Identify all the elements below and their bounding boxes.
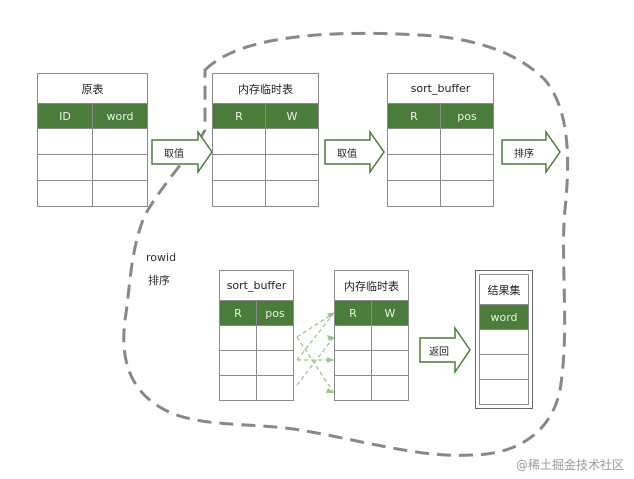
header-cell: W <box>265 103 319 129</box>
data-cell <box>265 128 319 155</box>
data-cell <box>219 375 257 401</box>
header-cell: R <box>219 300 257 326</box>
table-temp2: 内存临时表 R W <box>334 270 409 401</box>
data-cell <box>265 154 319 181</box>
header-cell: W <box>371 300 409 326</box>
data-cell <box>37 128 93 155</box>
data-cell <box>256 375 294 401</box>
data-cell <box>334 350 372 376</box>
data-cell <box>387 154 441 181</box>
arrow-fetch1 <box>151 129 213 175</box>
region-label-rowid: rowid <box>146 251 177 264</box>
data-cell <box>334 325 372 351</box>
header-cell: R <box>334 300 372 326</box>
table-title: 内存临时表 <box>212 73 319 104</box>
data-cell <box>479 379 529 405</box>
data-cell <box>212 180 266 207</box>
arrow-return <box>419 325 471 375</box>
data-cell <box>440 154 494 181</box>
data-cell <box>371 375 409 401</box>
watermark: @稀土掘金技术社区 <box>515 458 624 472</box>
result-grid: 结果集 word <box>479 274 529 405</box>
arrow-label-return: 返回 <box>429 347 449 358</box>
data-cell <box>256 350 294 376</box>
data-cell <box>440 180 494 207</box>
header-cell: pos <box>256 300 294 326</box>
table-sortbuffer-2: sort_buffer R pos <box>219 270 294 401</box>
region-label-sort: 排序 <box>148 274 170 287</box>
header-cell: R <box>212 103 266 129</box>
data-cell <box>334 375 372 401</box>
pointer-arrowheads <box>326 313 334 393</box>
data-cell <box>212 154 266 181</box>
data-cell <box>219 350 257 376</box>
table-original: 原表 ID word <box>37 73 148 207</box>
data-cell <box>387 180 441 207</box>
header-cell: R <box>387 103 441 129</box>
data-cell <box>37 154 93 181</box>
table-result: 结果集 word <box>475 270 533 409</box>
data-cell <box>92 154 148 181</box>
header-cell: pos <box>440 103 494 129</box>
dashed-outline-path <box>122 31 570 457</box>
arrow-label-fetch1: 取值 <box>164 149 184 160</box>
header-cell: ID <box>37 103 93 129</box>
data-cell <box>212 128 266 155</box>
table-title: 结果集 <box>479 274 529 305</box>
table-title: sort_buffer <box>219 270 294 301</box>
data-cell <box>92 180 148 207</box>
data-cell <box>479 329 529 355</box>
arrow-fetch2 <box>324 129 385 175</box>
arrow-sort <box>501 129 561 175</box>
data-cell <box>37 180 93 207</box>
table-title: sort_buffer <box>387 73 494 104</box>
pointer-lines <box>296 312 335 394</box>
data-cell <box>265 180 319 207</box>
data-cell <box>387 128 441 155</box>
table-sortbuffer-1: sort_buffer R pos <box>387 73 494 207</box>
data-cell <box>479 354 529 380</box>
header-cell: word <box>92 103 148 129</box>
data-cell <box>371 350 409 376</box>
header-cell: word <box>479 304 529 330</box>
data-cell <box>256 325 294 351</box>
arrow-label-fetch2: 取值 <box>337 149 357 160</box>
data-cell <box>440 128 494 155</box>
table-title: 原表 <box>37 73 148 104</box>
data-cell <box>92 128 148 155</box>
table-title: 内存临时表 <box>334 270 409 301</box>
arrow-label-sort: 排序 <box>514 149 534 160</box>
data-cell <box>219 325 257 351</box>
table-temp1: 内存临时表 R W <box>212 73 319 207</box>
data-cell <box>371 325 409 351</box>
